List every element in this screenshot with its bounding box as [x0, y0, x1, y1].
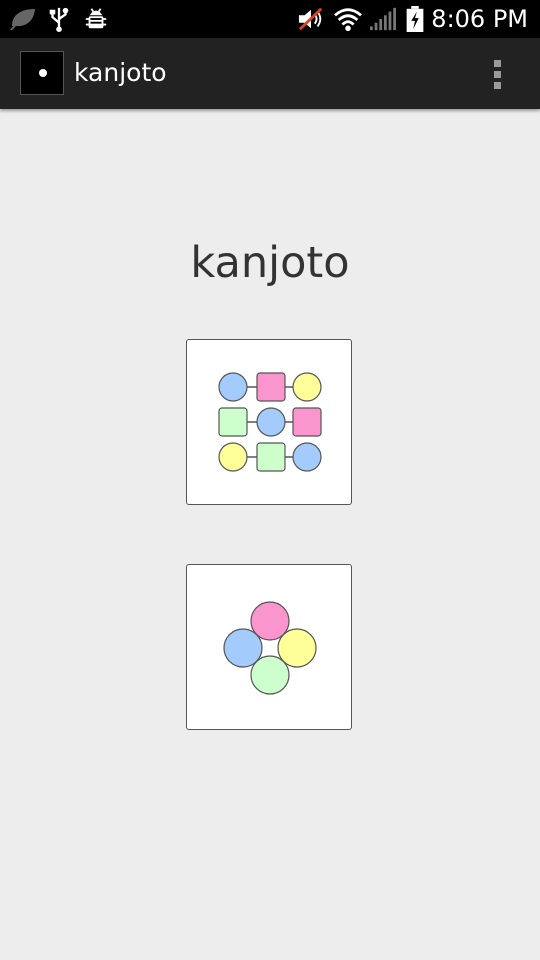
leaf-icon [10, 9, 35, 31]
grid-graph-tile[interactable] [186, 339, 352, 505]
app-title: kanjoto [74, 58, 167, 87]
wifi-icon [334, 8, 362, 32]
status-bar: 8:06 PM [0, 0, 540, 38]
battery-charging-icon [406, 6, 424, 32]
overflow-menu-icon[interactable] [486, 56, 510, 92]
four-circles-icon [223, 601, 317, 695]
usb-icon [49, 7, 69, 32]
four-circles-tile[interactable] [186, 564, 352, 730]
android-debug-icon [85, 8, 107, 29]
status-time: 8:06 PM [431, 5, 528, 33]
action-bar: kanjoto [0, 38, 540, 109]
signal-icon [370, 7, 396, 31]
grid-graph-icon [218, 372, 322, 472]
page-title: kanjoto [190, 238, 350, 288]
mute-icon [298, 7, 323, 31]
app-icon[interactable] [20, 51, 64, 95]
